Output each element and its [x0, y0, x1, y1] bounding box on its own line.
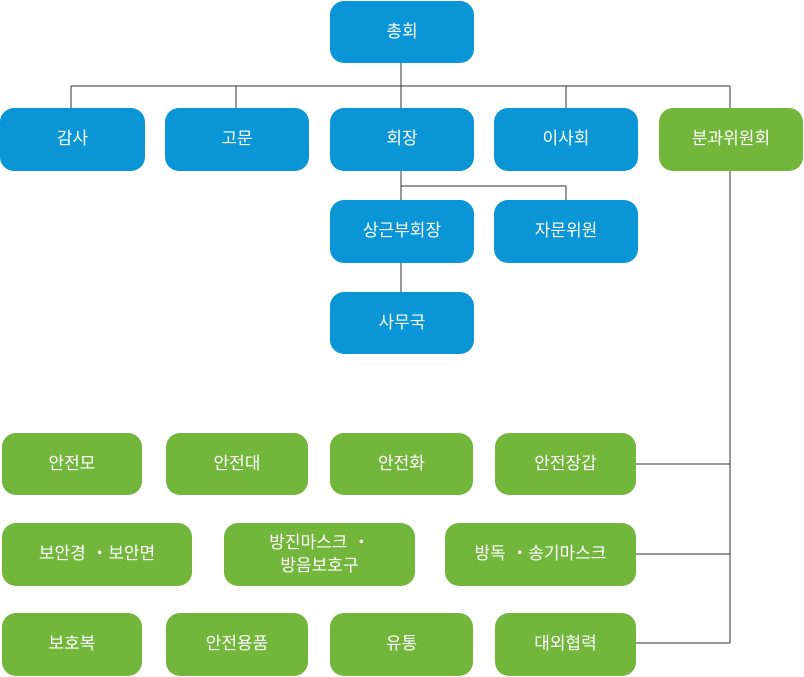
committee-goggles-face: 보안경 ・보안면 — [2, 523, 192, 586]
secretariat-node: 사무국 — [330, 292, 474, 354]
committee-external-cooperation: 대외협력 — [495, 613, 636, 676]
audit-node: 감사 — [0, 108, 145, 171]
subcommittee-node: 분과위원회 — [659, 108, 803, 171]
advisor-node: 고문 — [165, 108, 309, 171]
board-node: 이사회 — [494, 108, 638, 171]
committee-safety-supplies: 안전용품 — [166, 613, 308, 676]
committee-gas-air-mask: 방독 ・송기마스크 — [445, 523, 636, 586]
committee-safety-belt: 안전대 — [166, 433, 308, 495]
advisory-committee-node: 자문위원 — [494, 200, 638, 263]
chairman-node: 회장 — [330, 108, 474, 171]
committee-dust-noise: 방진마스크 ・ 방음보호구 — [224, 523, 415, 586]
committee-protective-clothing: 보호복 — [2, 613, 142, 676]
committee-helmet: 안전모 — [2, 433, 142, 495]
committee-distribution: 유통 — [330, 613, 473, 676]
standing-vice-chairman-node: 상근부회장 — [330, 200, 474, 263]
committee-safety-gloves: 안전장갑 — [495, 433, 636, 495]
general-assembly-node: 총회 — [330, 1, 474, 63]
committee-safety-shoes: 안전화 — [330, 433, 473, 495]
